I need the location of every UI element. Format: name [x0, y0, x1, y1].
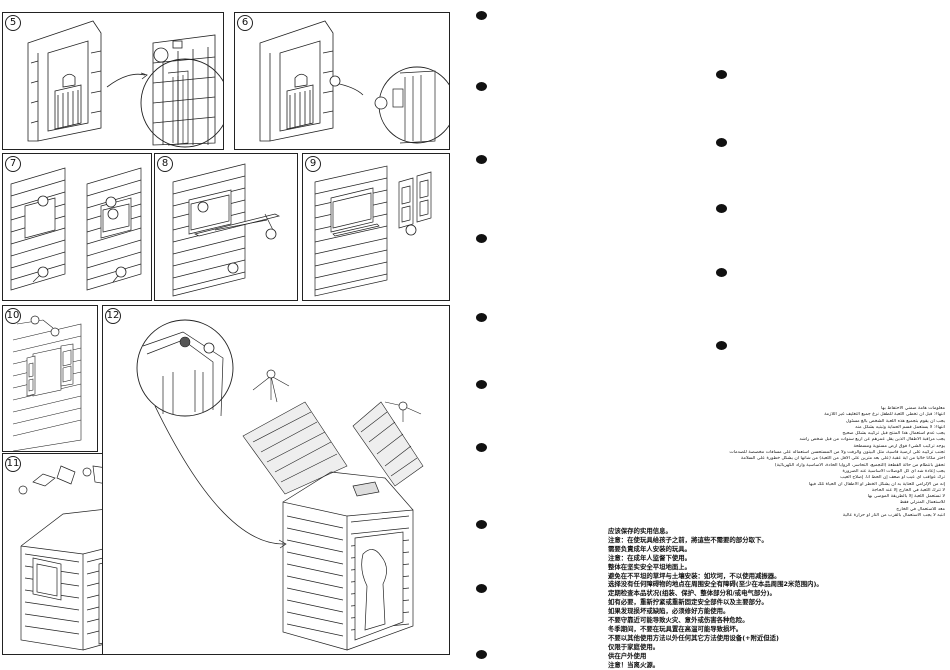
step-number: 9	[305, 156, 321, 172]
text-line: 供在户外使用	[608, 651, 647, 660]
text-line: 注意：在成年人监督下使用。	[608, 553, 692, 562]
text-line: تحقق بانتظام من حالة القطعة (التجميع، ال…	[774, 462, 945, 468]
text-line: 避免在不平坦的草坪与土壤安装：如坎坷，不以使用减振器。	[608, 571, 781, 580]
language-bullet	[476, 650, 487, 659]
step-8-illustration	[172, 163, 281, 297]
text-line: 如果发现损坏或缺陷，必须修好方能使用。	[608, 607, 730, 616]
step-number: 6	[237, 15, 253, 31]
text-line: 需要负責成年人安装的玩具。	[608, 544, 692, 553]
panel-step-12: 12	[102, 305, 450, 655]
text-line: 注意：在使玩具给孩子之前，將這些不需要的部分取下。	[608, 535, 768, 544]
language-bullet	[476, 82, 487, 91]
language-bullet	[476, 443, 487, 452]
panel-step-9: 9	[302, 153, 450, 301]
step-number: 11	[5, 456, 21, 472]
text-line: 选择没有任何障碍物的地点在周围安全有障碍(至少在本品周围2米范围内)。	[608, 580, 823, 589]
panel-step-10: 10	[2, 305, 98, 452]
language-bullet	[716, 268, 727, 277]
step-5-illustration	[27, 20, 223, 148]
text-line: انتبه لا يجب الاستعمال بالقرب من النار أ…	[842, 513, 945, 519]
text-line: 如有必要，重新拧紧或重新固定安全部件以及主要部分。	[608, 598, 768, 607]
text-line: 注意！当离火源。	[608, 660, 660, 669]
language-bullet	[476, 313, 487, 322]
step-number: 12	[105, 308, 121, 324]
text-line: يجب أن يقوم بتجميع هذه اللعبة الشخص بالغ…	[845, 418, 945, 424]
language-bullet	[716, 341, 727, 350]
text-line: للاستعمال المنزلي فقط	[899, 500, 945, 506]
language-bullet	[476, 380, 487, 389]
text-line: اختر مكانا خاليا من أية عقبة (على بعد مت…	[741, 456, 945, 462]
text-line: 定期检查本品状况(组装、保护、整体部分和/或电气部分)。	[608, 589, 776, 598]
text-line: ترك عواقب أي عيب أو ضعف إن الحظ أنا. إصل…	[840, 475, 945, 481]
step-7-illustration	[10, 167, 142, 291]
language-bullet	[476, 155, 487, 164]
text-line: معلومات هامة ضمني الاحتفاظ بها	[880, 406, 945, 411]
text-line: 冬季期间，不要在玩具置在高温可能导致损坏。	[608, 624, 743, 633]
language-bullet	[716, 138, 727, 147]
step-12-illustration	[136, 319, 424, 651]
text-line: لا تترك اللعبة في الخارج إلا عند الحاجة	[871, 487, 945, 493]
text-line: لا تستعمل اللعبة إلا بالطريقة الموصى بها	[867, 494, 945, 500]
text-line: يجب مراقبة الأطفال الذين يقل عمرهم عن أر…	[799, 437, 945, 443]
text-line: يجب إعادة شد أي كل الوصلات الأساسية عند …	[842, 468, 945, 474]
language-bullet	[716, 204, 727, 213]
text-line: 不要守靠近可能导致火灾、意外或伤害各种危险。	[608, 616, 749, 625]
panel-step-6: 6	[234, 12, 450, 150]
language-bullet	[476, 520, 487, 529]
text-line: 整体在坚实安全平坦地面上。	[608, 562, 692, 571]
language-bullet	[476, 11, 487, 20]
text-line: تجنب تركيبه على أرضية قاسية، مثل البيتون…	[729, 450, 945, 456]
step-number: 8	[157, 156, 173, 172]
text-line: انتهاء: لا يستعمل قسم الحماية وثبتيه بشك…	[855, 424, 945, 430]
panel-step-7: 7	[2, 153, 152, 301]
arabic-safety-text: معلومات هامة ضمني الاحتفاظ بها انتهاء: ق…	[645, 406, 945, 519]
panel-step-8: 8	[154, 153, 298, 301]
step-number: 7	[5, 156, 21, 172]
chinese-safety-text: 应该保存的实用信息。 注意：在使玩具给孩子之前，將這些不需要的部分取下。 需要负…	[608, 527, 938, 670]
text-line: 不要以其他使用方法以外任何其它方法使用设备(+附近但适)	[608, 633, 779, 642]
step-number: 5	[5, 15, 21, 31]
text-line: 仅限于家庭使用。	[608, 642, 660, 651]
text-line: يوجد تركيب الشيء فوق أرض مستوية ومسطحة	[853, 443, 945, 449]
text-line: إنه من الإلزامي للعناية به أن يشكل الخطر…	[808, 481, 945, 487]
text-line: 应该保存的实用信息。	[608, 527, 672, 535]
text-line: معد للاستعمال في الخارج	[896, 506, 945, 512]
step-9-illustration	[314, 165, 432, 297]
text-line: انتهاء: قبل أن تخطى اللعبة للطفل نزع جمي…	[824, 412, 945, 418]
language-bullet	[476, 584, 487, 593]
step-number: 10	[5, 308, 21, 324]
language-bullet	[476, 234, 487, 243]
step-10-illustration	[12, 315, 82, 451]
language-bullet	[716, 70, 727, 79]
panel-step-5: 5	[2, 12, 224, 150]
text-line: يجب عدم استعمال هذا المنتج قبل تركيبه بش…	[842, 431, 945, 437]
step-6-illustration	[259, 20, 449, 144]
